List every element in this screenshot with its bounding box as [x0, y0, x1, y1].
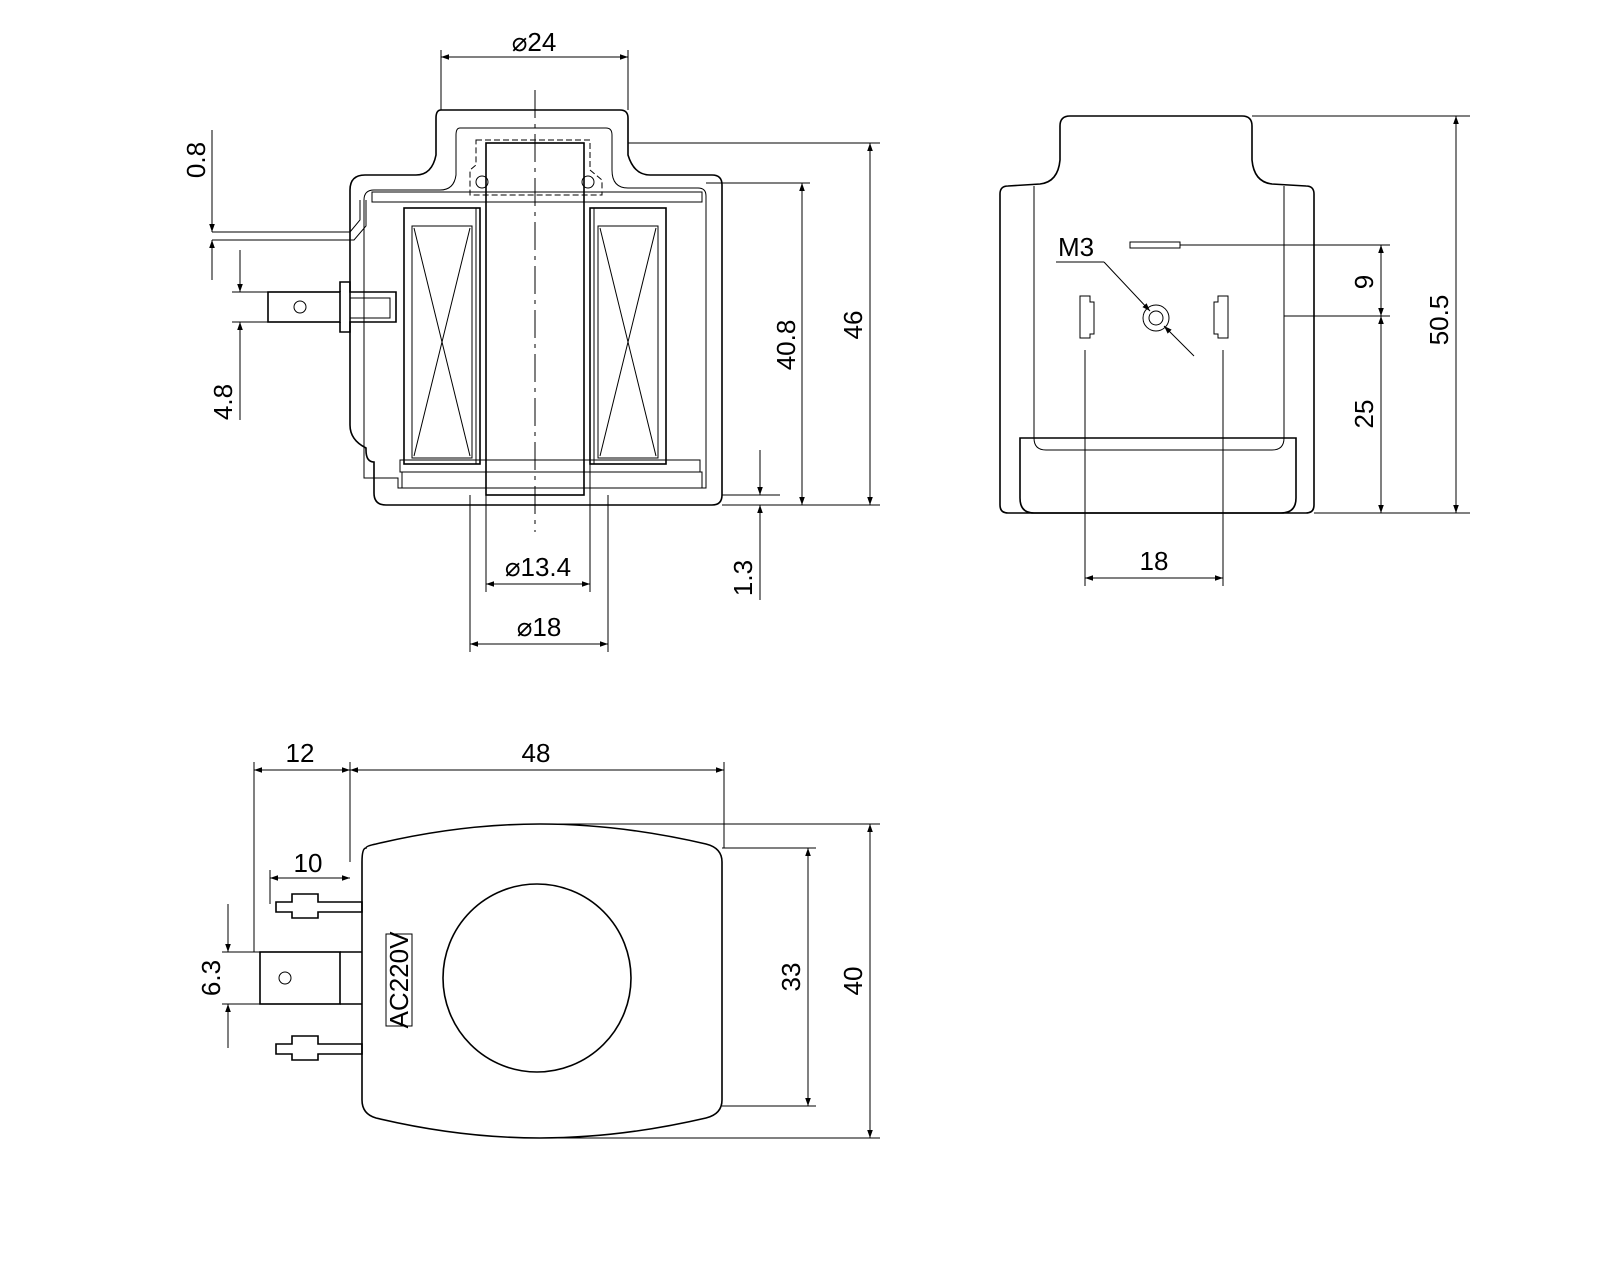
dim-height-40-8: 40.8	[771, 320, 801, 371]
connector-view: M3 9 25 50.5 18	[999, 115, 1470, 586]
dim-total-height: 50.5	[1424, 295, 1454, 346]
top-yoke	[371, 191, 703, 203]
connector-outline	[999, 115, 1315, 514]
main-terminal-hole	[278, 971, 292, 985]
housing-inner	[363, 127, 707, 489]
dim-bore-13-4: ⌀13.4	[505, 552, 571, 582]
terminal-neck	[340, 951, 362, 1005]
terminal-hole	[293, 300, 307, 314]
voltage-label-box	[385, 933, 413, 1027]
dim-body-width: 48	[522, 738, 551, 768]
top-view: AC220V 12 48 10 6.3 33 40	[196, 738, 880, 1139]
winding-left	[411, 225, 473, 459]
top-tab	[212, 200, 367, 241]
bobbin-left	[403, 207, 481, 465]
dim-terminal-width-6-3: 6.3	[196, 960, 226, 996]
dim-body-height: 40	[838, 967, 868, 996]
side-terminal	[267, 291, 341, 323]
bottom-yoke	[401, 471, 703, 489]
dim-pin-offset: 9	[1349, 275, 1379, 289]
lower-tab	[275, 1035, 363, 1061]
terminal-holder	[339, 281, 397, 333]
m3-screw	[1142, 304, 1170, 332]
winding-left-cross	[413, 227, 471, 457]
pin-right	[1213, 295, 1229, 339]
o-ring-left	[475, 175, 489, 189]
dim-bore-18: ⌀18	[517, 612, 562, 642]
connector-base	[1019, 437, 1297, 514]
m3-screw-inner	[1148, 310, 1164, 326]
winding-right-cross	[599, 227, 657, 457]
main-terminal	[259, 951, 341, 1005]
dim-tab-thickness: 0.8	[181, 142, 211, 178]
pin-left	[1079, 295, 1095, 339]
bottom-plate	[399, 459, 701, 473]
voltage-marking: AC220V	[384, 931, 414, 1028]
connector-inner	[1033, 186, 1285, 451]
ground-pin	[1129, 241, 1181, 249]
o-ring-right	[581, 175, 595, 189]
dim-bottom-thickness: 1.3	[728, 560, 758, 596]
label-thread-size: M3	[1058, 232, 1094, 262]
dim-face-height: 33	[776, 963, 806, 992]
winding-right	[597, 225, 659, 459]
dim-terminal-length: 12	[286, 738, 315, 768]
section-view: ⌀24 0.8 4.8 40.8 46 ⌀13.4 ⌀18	[181, 27, 880, 652]
dim-height-46: 46	[838, 311, 868, 340]
upper-tab	[275, 893, 363, 919]
top-body-outline	[361, 823, 723, 1139]
inner-cap	[469, 139, 603, 196]
dim-bore-24: ⌀24	[512, 27, 557, 57]
terminal-slot	[349, 297, 391, 319]
bobbin-right	[589, 207, 667, 465]
dim-pin-height: 25	[1349, 400, 1379, 429]
housing-outline	[349, 109, 723, 506]
dim-pin-spacing: 18	[1140, 546, 1169, 576]
dim-terminal-width: 4.8	[208, 384, 238, 420]
core-circle	[442, 883, 632, 1073]
dim-tab-length: 10	[294, 848, 323, 878]
